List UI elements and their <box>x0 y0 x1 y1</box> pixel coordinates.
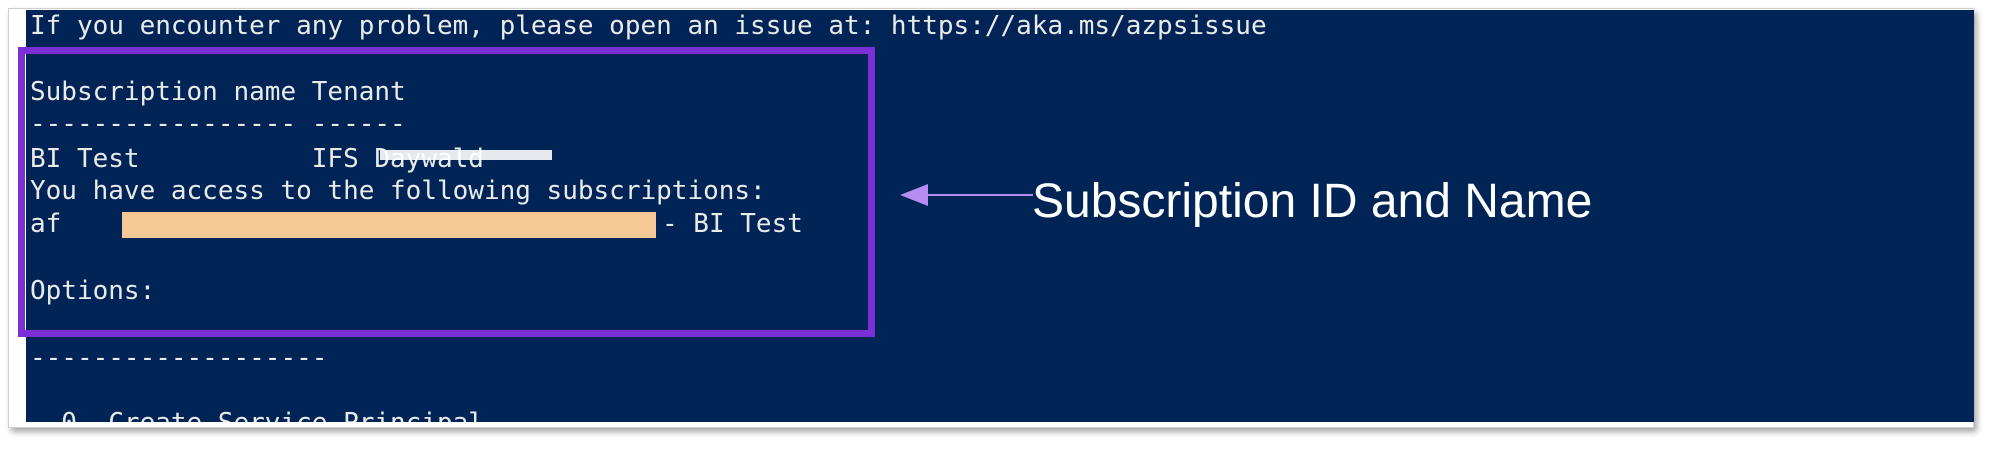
arrow-left-icon <box>900 184 1033 206</box>
terminal-line-table-header: Subscription name Tenant <box>30 77 406 107</box>
callout-label: Subscription ID and Name <box>1032 175 1593 228</box>
terminal-line-issue-url: If you encounter any problem, please ope… <box>30 11 1267 41</box>
terminal-line-options-separator: ------------------- <box>30 343 328 373</box>
tenant-redaction <box>380 150 552 160</box>
terminal-line-subscription-id-prefix: af <box>30 209 62 239</box>
terminal-line-table-separator: ----------------- ------ <box>30 109 406 139</box>
terminal-line-option-0: 0. Create Service Principal <box>30 407 484 422</box>
subscription-id-redaction <box>122 212 656 238</box>
terminal-line-access-message: You have access to the following subscri… <box>30 176 766 206</box>
terminal-line-subscription-name: - BI Test <box>662 209 803 239</box>
powershell-terminal[interactable]: If you encounter any problem, please ope… <box>26 10 1974 422</box>
terminal-line-options: Options: <box>30 276 156 306</box>
